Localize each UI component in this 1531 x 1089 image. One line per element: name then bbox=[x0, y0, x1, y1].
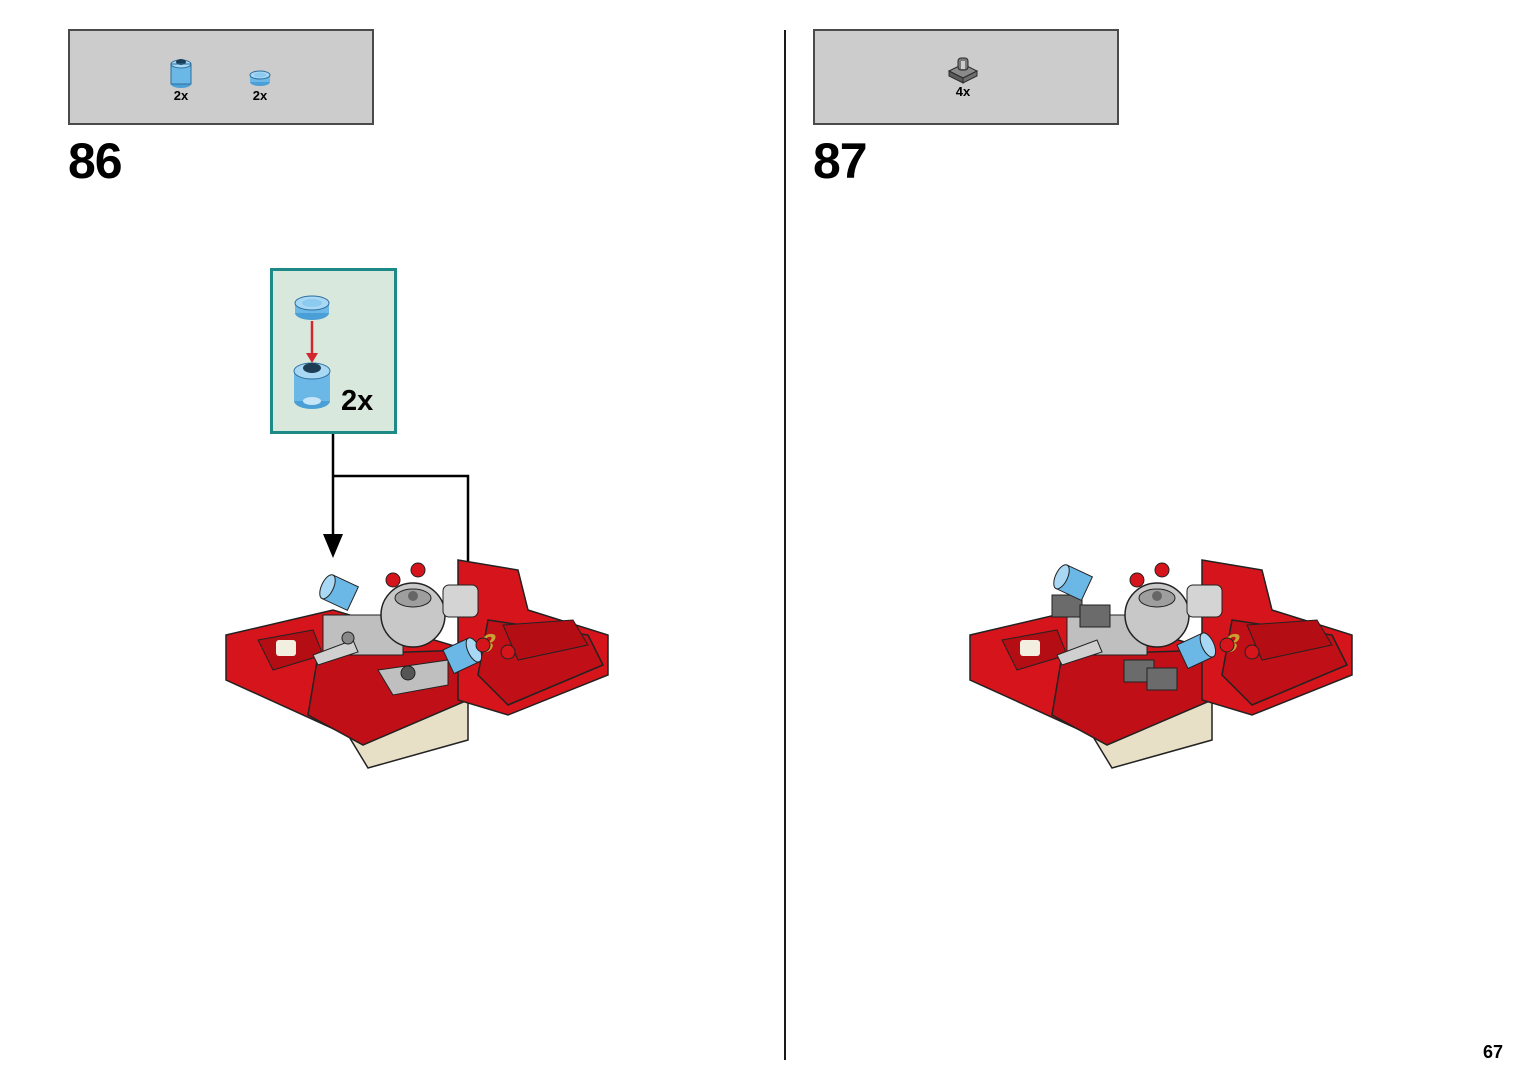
clip-plate-gray-icon bbox=[947, 57, 979, 84]
step-number: 87 bbox=[813, 133, 868, 189]
round-brick-trans-blue-icon bbox=[170, 59, 192, 88]
sub-assembly-diagram bbox=[293, 295, 331, 409]
round-plate-trans-blue-icon bbox=[294, 295, 330, 320]
part-item: 2x bbox=[245, 67, 275, 103]
page-number: 67 bbox=[1482, 1042, 1503, 1062]
round-brick-trans-blue-icon bbox=[293, 362, 331, 409]
part-qty: 2x bbox=[252, 88, 268, 103]
parts-list-step-87: 4x bbox=[813, 29, 1119, 125]
round-plate-trans-blue-icon bbox=[249, 70, 271, 86]
parts-list-step-86: 2x 2x bbox=[68, 29, 374, 125]
part-qty: 4x bbox=[955, 84, 971, 99]
model-step-86: 3 bbox=[225, 559, 609, 769]
callout-qty: 2x bbox=[341, 385, 374, 417]
part-item: 2x bbox=[166, 55, 196, 103]
sub-assembly-callout: 2x bbox=[270, 268, 397, 434]
model-step-87: 3 bbox=[969, 559, 1353, 769]
page-divider bbox=[784, 30, 786, 1060]
part-item: 4x bbox=[946, 55, 980, 99]
part-qty: 2x bbox=[173, 88, 189, 103]
step-number: 86 bbox=[68, 133, 123, 189]
